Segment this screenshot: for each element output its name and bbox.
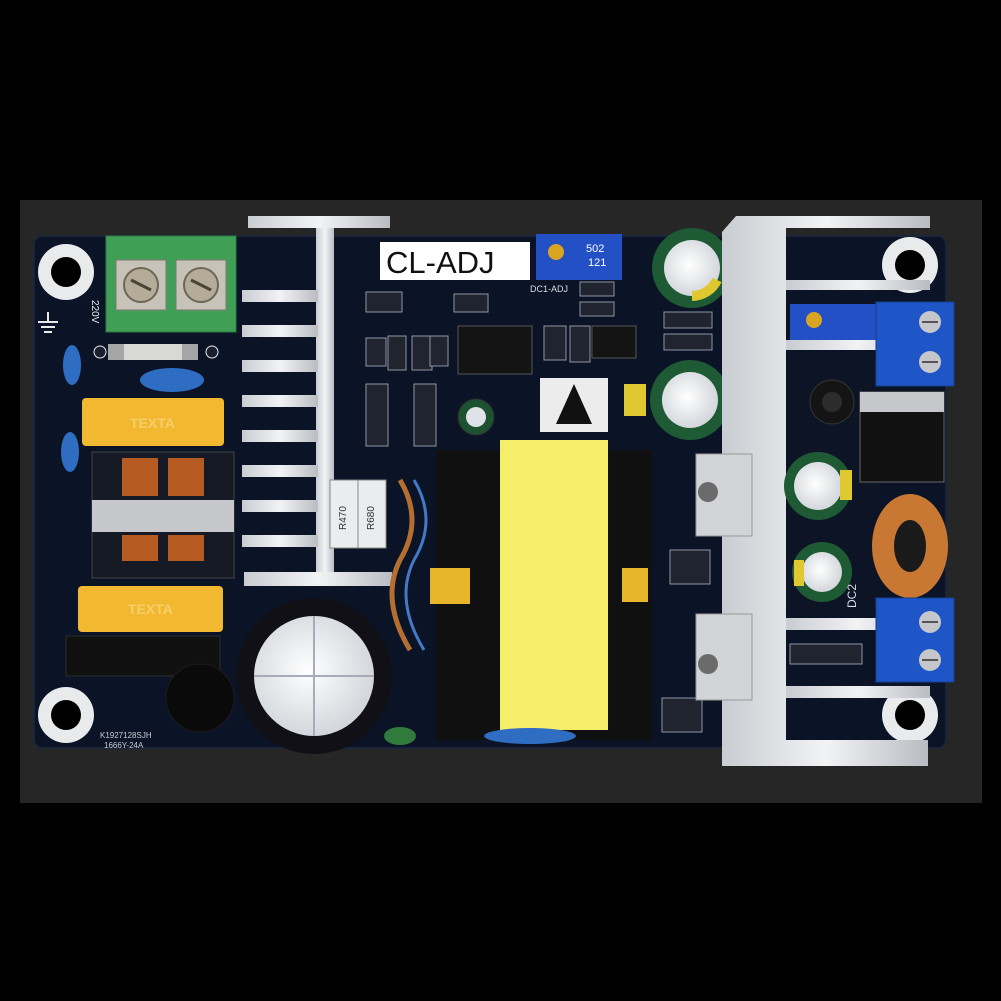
ground-symbol (38, 312, 58, 333)
toroid-inductor (872, 494, 948, 598)
output-capacitor-1 (652, 228, 732, 308)
y-capacitor (61, 432, 79, 472)
dc2-capacitor-2 (792, 542, 852, 602)
svg-text:TEXTA: TEXTA (128, 601, 173, 617)
bulk-capacitor (236, 598, 392, 754)
esd-warning-icon (540, 378, 608, 432)
svg-text:121: 121 (588, 257, 606, 269)
voltage-label: 220V (89, 300, 100, 324)
trimmer-pot-1[interactable]: 502 121 (536, 234, 622, 280)
trimmer-pot-2[interactable] (790, 304, 876, 340)
x-capacitor-top: TEXTA (82, 398, 224, 446)
pot-label-1: DC1-ADJ (530, 284, 568, 294)
mounting-hole-bottom-left (38, 687, 94, 743)
dc2-capacitor-1 (784, 452, 852, 520)
dc-output-terminal-1[interactable] (875, 301, 955, 387)
ac-input-terminal (105, 235, 237, 333)
x-capacitor-bottom: TEXTA (78, 586, 223, 632)
mounting-hole-top-right (882, 237, 938, 293)
svg-text:R470: R470 (338, 506, 349, 530)
heatsink-screw (695, 453, 753, 701)
common-mode-choke (91, 451, 235, 579)
fuse (93, 344, 219, 360)
small-green-capacitor (384, 727, 416, 745)
output-capacitor-2 (624, 360, 730, 440)
svg-text:R680: R680 (366, 506, 377, 530)
mounting-hole-bottom-right (882, 687, 938, 743)
pot-label-2: DC2 (845, 584, 859, 608)
transformer (389, 440, 652, 740)
y-capacitor (63, 345, 81, 385)
svg-text:TEXTA: TEXTA (130, 415, 175, 431)
optocoupler (591, 325, 637, 359)
serial-line-2: 1666Y-24A (104, 741, 144, 750)
model-label: CL-ADJ (386, 245, 495, 280)
dc-output-terminal-2[interactable] (875, 597, 955, 683)
controller-ic (457, 325, 533, 375)
y-capacitor (140, 368, 204, 392)
power-resistor-right: R680 (357, 479, 387, 549)
thermistor (165, 663, 235, 733)
smd-components (365, 281, 863, 733)
svg-text:502: 502 (586, 243, 604, 255)
serial-line-1: K1927128SJH (100, 731, 152, 740)
mounting-hole-top-left (38, 244, 94, 300)
power-resistor-left: R470 (329, 479, 359, 549)
y-capacitor (484, 728, 576, 744)
